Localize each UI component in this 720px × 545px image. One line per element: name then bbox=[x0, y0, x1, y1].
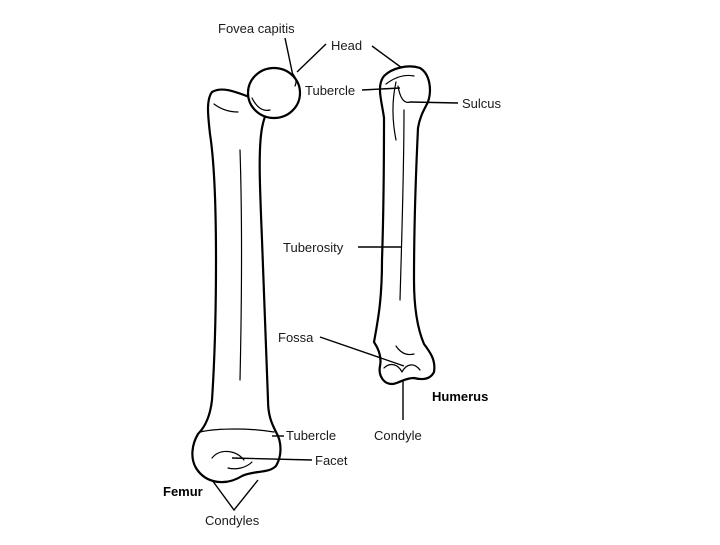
label-fossa: Fossa bbox=[278, 330, 314, 345]
leader-condyles bbox=[212, 480, 258, 510]
leader-humerus-head bbox=[372, 46, 402, 68]
label-condyle: Condyle bbox=[374, 428, 422, 443]
leader-head bbox=[297, 44, 326, 72]
label-facet: Facet bbox=[315, 453, 348, 468]
femur-outline bbox=[192, 90, 280, 483]
label-fovea-capitis: Fovea capitis bbox=[218, 21, 295, 36]
label-femur-name: Femur bbox=[163, 484, 203, 499]
label-humerus-name: Humerus bbox=[432, 389, 488, 404]
label-condyles: Condyles bbox=[205, 513, 260, 528]
label-tuberosity: Tuberosity bbox=[283, 240, 344, 255]
leader-sulcus bbox=[410, 102, 458, 103]
humerus-drawing bbox=[374, 66, 434, 384]
label-humerus-tubercle: Tubercle bbox=[305, 83, 355, 98]
label-head: Head bbox=[331, 38, 362, 53]
femur-drawing bbox=[192, 68, 300, 482]
label-femur-tubercle: Tubercle bbox=[286, 428, 336, 443]
label-sulcus: Sulcus bbox=[462, 96, 502, 111]
